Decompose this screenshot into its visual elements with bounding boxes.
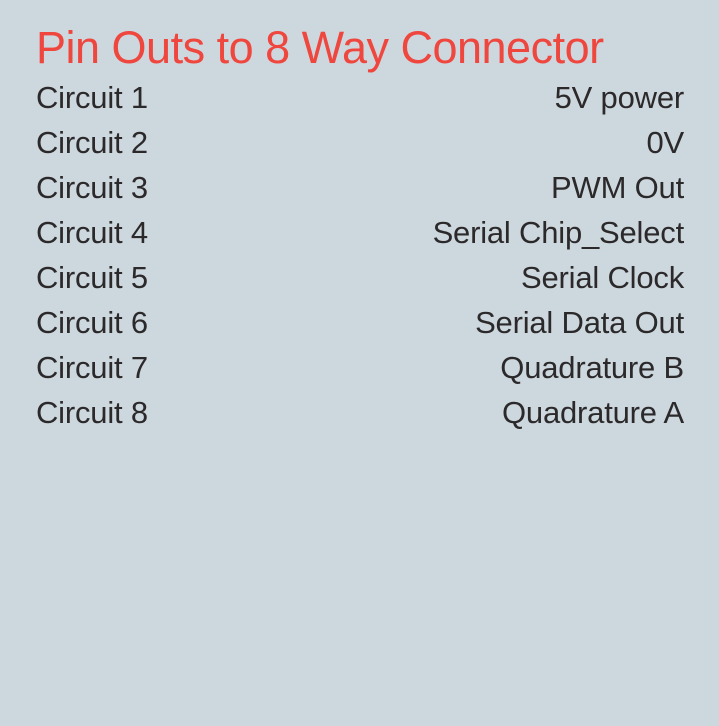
signal-label: Quadrature B (500, 349, 684, 385)
signal-label: 5V power (554, 79, 685, 115)
pinout-row: Circuit 7 Quadrature B (36, 345, 684, 390)
circuit-label: Circuit 8 (36, 394, 148, 430)
circuit-label: Circuit 3 (36, 169, 148, 205)
pinout-row: Circuit 4 Serial Chip_Select (36, 210, 684, 255)
pinout-row: Circuit 6 Serial Data Out (36, 300, 684, 345)
pinout-row: Circuit 5 Serial Clock (36, 255, 684, 300)
signal-label: 0V (646, 124, 684, 160)
signal-label: Quadrature A (502, 394, 684, 430)
page-title: Pin Outs to 8 Way Connector (36, 22, 604, 73)
circuit-label: Circuit 2 (36, 124, 148, 160)
signal-label: Serial Clock (521, 259, 684, 295)
circuit-label: Circuit 7 (36, 349, 148, 385)
signal-label: Serial Chip_Select (432, 214, 685, 250)
signal-label: Serial Data Out (475, 304, 684, 340)
pinout-row: Circuit 8 Quadrature A (36, 390, 684, 435)
pinout-row: Circuit 2 0V (36, 120, 684, 165)
circuit-label: Circuit 6 (36, 304, 148, 340)
circuit-label: Circuit 5 (36, 259, 148, 295)
pinout-row: Circuit 3 PWM Out (36, 165, 684, 210)
circuit-label: Circuit 4 (36, 214, 148, 250)
pinout-row: Circuit 1 5V power (36, 75, 684, 120)
signal-label: PWM Out (551, 169, 684, 205)
pinout-table: Circuit 1 5V power Circuit 2 0V Circuit … (36, 75, 684, 435)
circuit-label: Circuit 1 (36, 79, 148, 115)
